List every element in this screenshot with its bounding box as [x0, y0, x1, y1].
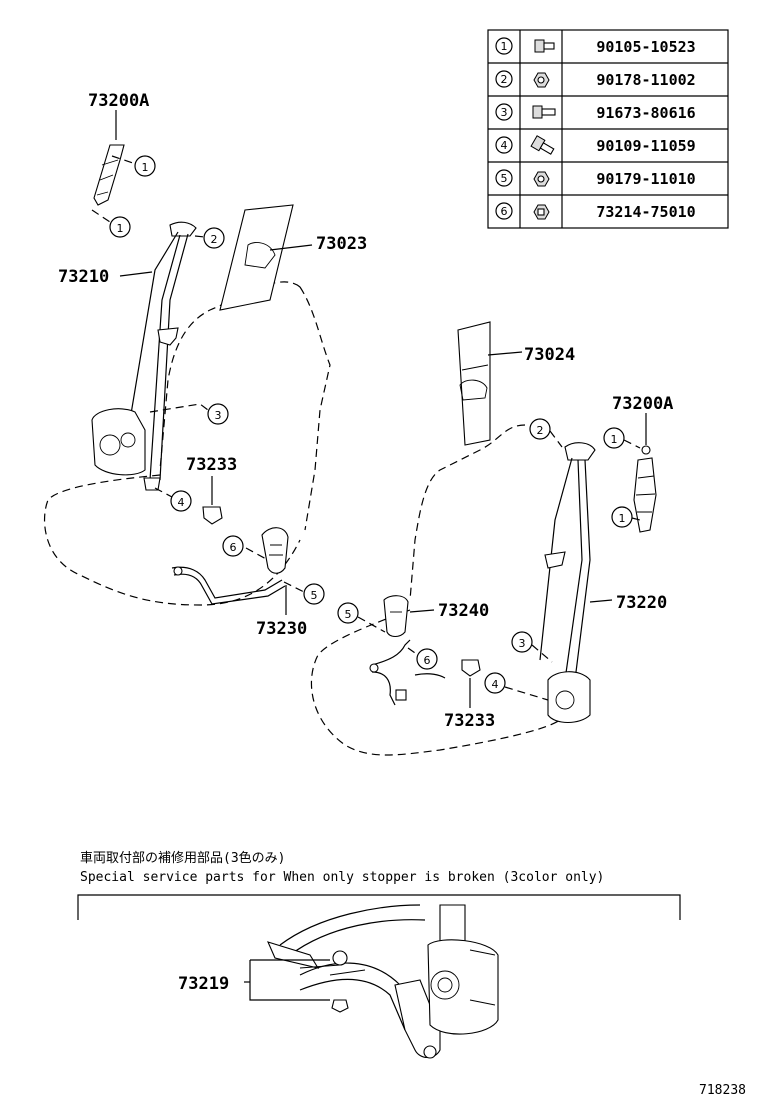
- callout-2: [203, 227, 225, 249]
- callout-1: [134, 155, 156, 177]
- left-seat-outline: [43, 281, 331, 606]
- label-73230: 73230: [256, 619, 307, 639]
- legend-row-6: 6 73214-75010: [495, 202, 696, 221]
- svg-text:5: 5: [345, 608, 352, 621]
- legend-part-number: 73214-75010: [596, 203, 695, 221]
- legend-part-number: 90179-11010: [596, 170, 695, 188]
- fastener-legend-table: 1 90105-10523 2 90178-11002 3 91673-8061…: [487, 29, 729, 229]
- label-73220: 73220: [616, 593, 667, 613]
- legend-num: 5: [501, 172, 508, 185]
- callout-4: [484, 672, 506, 694]
- legend-part-number: 90105-10523: [596, 38, 695, 56]
- svg-text:4: 4: [178, 496, 185, 509]
- nut-icon: [533, 171, 550, 187]
- legend-row-2: 2 90178-11002: [495, 70, 696, 89]
- legend-part-number: 90178-11002: [596, 71, 695, 89]
- callout-6: [416, 648, 438, 670]
- callout-5: [303, 583, 325, 605]
- svg-text:1: 1: [117, 222, 124, 235]
- svg-text:1: 1: [611, 433, 618, 446]
- svg-text:6: 6: [230, 541, 237, 554]
- label-73200A-left: 73200A: [88, 91, 149, 111]
- seat-belt-73210: 73210 2 3 4: [58, 221, 229, 512]
- legend-row-3: 3 91673-80616: [495, 103, 696, 122]
- svg-text:2: 2: [211, 233, 218, 246]
- callout-3: [511, 631, 533, 653]
- buckle-73240: 5 6 73240: [337, 595, 489, 706]
- bolt-icon: [534, 39, 555, 53]
- note-japanese: 車両取付部の補修用部品(3色のみ): [80, 850, 285, 866]
- svg-text:3: 3: [519, 637, 526, 650]
- note-english: Special service parts for When only stop…: [80, 870, 604, 885]
- legend-row-4: 4 90109-11059: [495, 135, 696, 155]
- label-73240: 73240: [438, 601, 489, 621]
- seat-belt-73220: 2 3 4 73220: [484, 418, 667, 724]
- legend-num: 2: [501, 73, 508, 86]
- bolt-icon: [532, 105, 556, 119]
- svg-text:3: 3: [215, 409, 222, 422]
- label-73233-left: 73233: [186, 455, 237, 475]
- legend-row-5: 5 90179-11010: [495, 169, 696, 188]
- callout-1: [603, 427, 625, 449]
- label-73200A-right: 73200A: [612, 394, 673, 414]
- nut-icon: [533, 72, 550, 88]
- label-73023: 73023: [316, 234, 367, 254]
- height-adjuster-right: 73200A 1 1: [603, 394, 673, 533]
- callout-2: [529, 418, 551, 440]
- buckle-73230: 6 5 73230: [171, 527, 325, 639]
- callout-4: [170, 490, 192, 512]
- callout-1: [109, 216, 131, 238]
- legend-num: 3: [501, 106, 508, 119]
- callout-3: [207, 403, 229, 425]
- svg-text:1: 1: [619, 512, 626, 525]
- label-73024: 73024: [524, 345, 575, 365]
- legend-row-1: 1 90105-10523: [495, 37, 696, 56]
- diagram-reference-code: 718238: [699, 1083, 746, 1098]
- pillar-trim-73023: 73023: [219, 204, 367, 311]
- label-73233-right: 73233: [444, 711, 495, 731]
- bolt-icon: [530, 135, 555, 155]
- label-73219: 73219: [178, 974, 229, 994]
- legend-num: 1: [501, 40, 508, 53]
- special-service-note: 車両取付部の補修用部品(3色のみ) Special service parts …: [77, 850, 681, 920]
- legend-num: 4: [501, 139, 508, 152]
- svg-text:1: 1: [142, 161, 149, 174]
- svg-text:5: 5: [311, 589, 318, 602]
- nut-icon: [533, 204, 550, 220]
- callout-1: [611, 506, 633, 528]
- callout-6: [222, 535, 244, 557]
- legend-part-number: 90109-11059: [596, 137, 695, 155]
- pillar-trim-73024: 73024: [457, 321, 575, 446]
- stopper-detail-73219: 73219: [178, 904, 499, 1059]
- svg-text:2: 2: [537, 424, 544, 437]
- right-seat-outline: [310, 424, 561, 756]
- legend-num: 6: [501, 205, 508, 218]
- cover-73233-left: 73233: [186, 455, 237, 525]
- svg-text:4: 4: [492, 678, 499, 691]
- svg-text:6: 6: [424, 654, 431, 667]
- label-73210: 73210: [58, 267, 109, 287]
- height-adjuster-left: 73200A 1 1: [88, 91, 156, 238]
- callout-5: [337, 602, 359, 624]
- cover-73233-right: 73233: [444, 659, 495, 731]
- legend-part-number: 91673-80616: [596, 104, 695, 122]
